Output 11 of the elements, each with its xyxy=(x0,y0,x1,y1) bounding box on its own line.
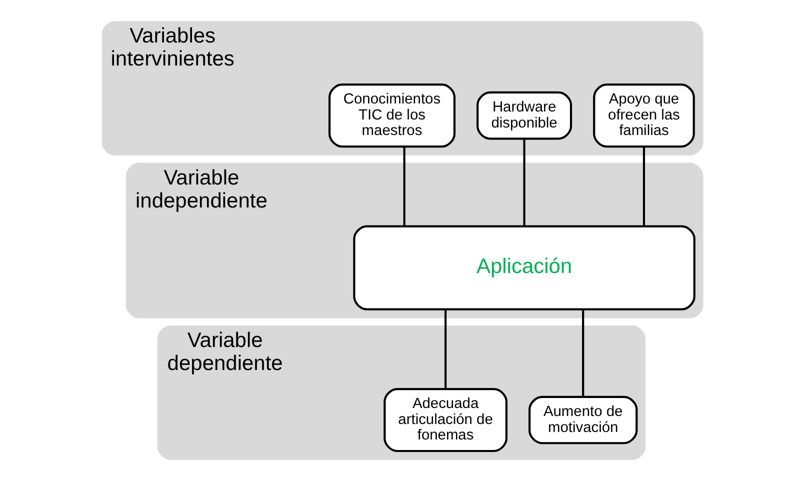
node-box: Apoyo que ofrecen las familias xyxy=(593,83,695,148)
node-box: Adecuada articulación de fonemas xyxy=(384,388,508,452)
node-box: Hardware disponible xyxy=(476,90,572,140)
connector xyxy=(403,146,406,226)
connector xyxy=(642,146,646,226)
connector xyxy=(444,308,447,388)
node-box: Aumento de motivación xyxy=(528,395,638,444)
connector xyxy=(582,308,584,396)
node-box: Aplicación xyxy=(353,224,696,310)
node-box: Conocimientos TIC de los maestros xyxy=(328,83,456,148)
connector xyxy=(523,138,526,226)
